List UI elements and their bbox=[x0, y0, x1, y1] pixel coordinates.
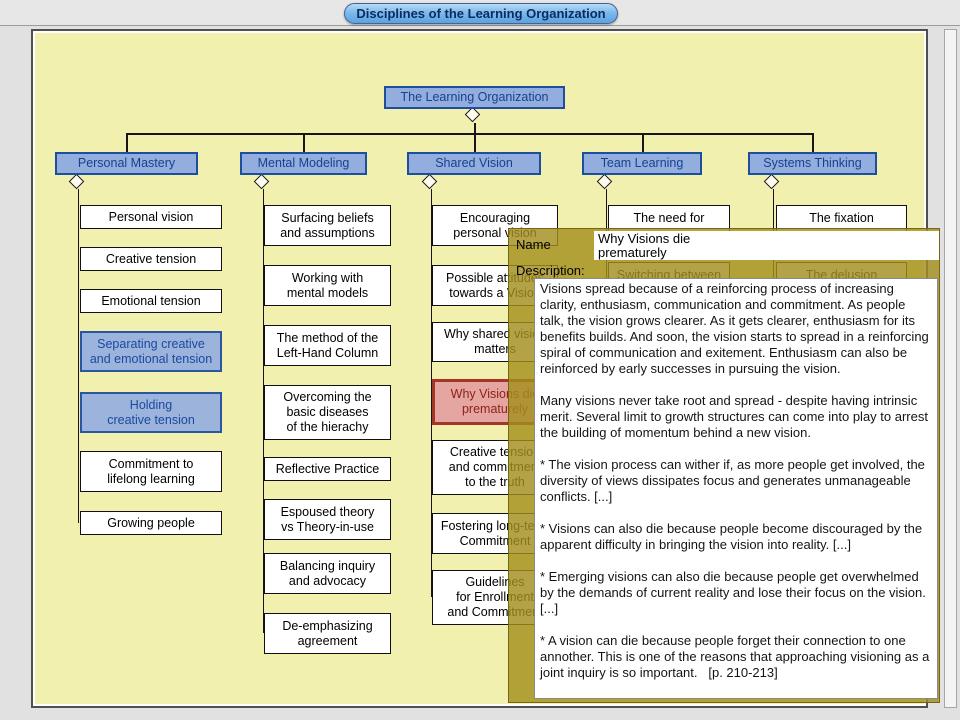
vertical-scrollbar[interactable] bbox=[944, 29, 957, 708]
node-emotional-tension[interactable]: Emotional tension bbox=[80, 289, 222, 313]
node-de-emphasizing-agreement[interactable]: De-emphasizing agreement bbox=[264, 613, 391, 654]
node-team-learning[interactable]: Team Learning bbox=[582, 152, 702, 175]
connector-line bbox=[303, 133, 305, 152]
node-reflective-practice[interactable]: Reflective Practice bbox=[264, 457, 391, 481]
connector-line bbox=[474, 123, 476, 133]
connector-line bbox=[126, 133, 128, 152]
node-root[interactable]: The Learning Organization bbox=[384, 86, 565, 109]
node-separating-creative-and-emotional-tension[interactable]: Separating creative and emotional tensio… bbox=[80, 331, 222, 372]
description-label: Description: bbox=[516, 263, 585, 278]
node-mental-modeling[interactable]: Mental Modeling bbox=[240, 152, 367, 175]
node-systems-thinking[interactable]: Systems Thinking bbox=[748, 152, 877, 175]
window-title-tab[interactable]: Disciplines of the Learning Organization bbox=[344, 3, 618, 24]
connector-line bbox=[474, 133, 476, 152]
node-shared-vision[interactable]: Shared Vision bbox=[407, 152, 541, 175]
connector-line bbox=[642, 133, 644, 152]
connector-line bbox=[812, 133, 814, 152]
node-commitment-to-lifelong-learning[interactable]: Commitment to lifelong learning bbox=[80, 451, 222, 492]
node-holding-creative-tension[interactable]: Holding creative tension bbox=[80, 392, 222, 433]
node-overcoming-diseases-of-hierachy[interactable]: Overcoming the basic diseases of the hie… bbox=[264, 385, 391, 440]
connector-line bbox=[126, 133, 813, 135]
node-balancing-inquiry-advocacy[interactable]: Balancing inquiry and advocacy bbox=[264, 553, 391, 594]
name-field[interactable]: Why Visions die prematurely bbox=[594, 231, 939, 260]
node-details-popup: Name Why Visions die prematurely Descrip… bbox=[508, 228, 940, 703]
connector-line bbox=[430, 189, 432, 597]
node-creative-tension[interactable]: Creative tension bbox=[80, 247, 222, 271]
node-growing-people[interactable]: Growing people bbox=[80, 511, 222, 535]
node-surfacing-beliefs[interactable]: Surfacing beliefs and assumptions bbox=[264, 205, 391, 246]
node-personal-vision[interactable]: Personal vision bbox=[80, 205, 222, 229]
connector-line bbox=[262, 189, 264, 633]
description-textarea[interactable]: Visions spread because of a reinforcing … bbox=[534, 278, 938, 699]
name-label: Name bbox=[516, 237, 551, 252]
node-left-hand-column[interactable]: The method of the Left-Hand Column bbox=[264, 325, 391, 366]
node-espoused-theory[interactable]: Espoused theory vs Theory-in-use bbox=[264, 499, 391, 540]
connector-line bbox=[77, 189, 79, 523]
node-personal-mastery[interactable]: Personal Mastery bbox=[55, 152, 198, 175]
node-working-with-mental-models[interactable]: Working with mental models bbox=[264, 265, 391, 306]
